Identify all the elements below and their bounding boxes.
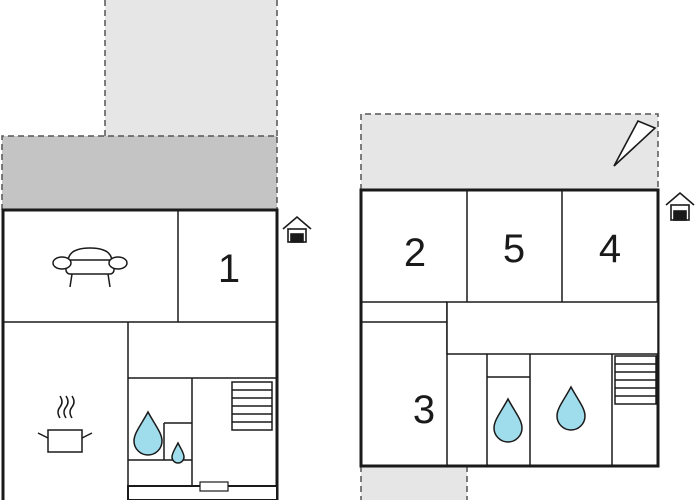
left-building-outer-wall xyxy=(1,208,279,500)
terrace-bottom-right xyxy=(361,466,467,500)
sofa-icon xyxy=(52,247,128,288)
water-drop-icon xyxy=(556,385,586,431)
hallway-right xyxy=(446,301,659,355)
water-drop-icon xyxy=(493,397,523,443)
entrance-house-icon xyxy=(665,191,695,221)
left-building-inner-walls xyxy=(3,210,277,500)
right-building-inner-walls xyxy=(361,190,613,466)
water-drop-icon xyxy=(171,441,185,464)
stairs-icon xyxy=(231,381,273,431)
room-label-2: 2 xyxy=(404,231,426,275)
terrace-top-left xyxy=(105,0,277,136)
covered-terrace-left-border xyxy=(1,135,278,210)
terrace-bottom-right-border xyxy=(360,466,468,500)
water-drops xyxy=(133,385,586,464)
cooking-pot-icon xyxy=(37,395,93,453)
left-building xyxy=(1,208,279,500)
door-threshold xyxy=(199,481,229,492)
stairs-icon xyxy=(614,355,657,405)
terrace-top-left-border xyxy=(104,0,278,136)
room-label-1: 1 xyxy=(218,247,240,291)
covered-terrace-left xyxy=(2,136,277,210)
compass-north-icon xyxy=(613,119,657,167)
room-label-3: 3 xyxy=(413,388,435,432)
room-label-4: 4 xyxy=(599,227,621,271)
water-drop-icon xyxy=(133,410,163,456)
terraces xyxy=(1,0,659,500)
entrance-house-icon xyxy=(282,215,312,243)
terrace-right xyxy=(361,114,658,190)
right-building xyxy=(359,188,660,468)
room-labels: 1 2 5 4 3 xyxy=(218,227,621,432)
room-label-5: 5 xyxy=(503,227,525,271)
terrace-right-border xyxy=(360,113,659,190)
